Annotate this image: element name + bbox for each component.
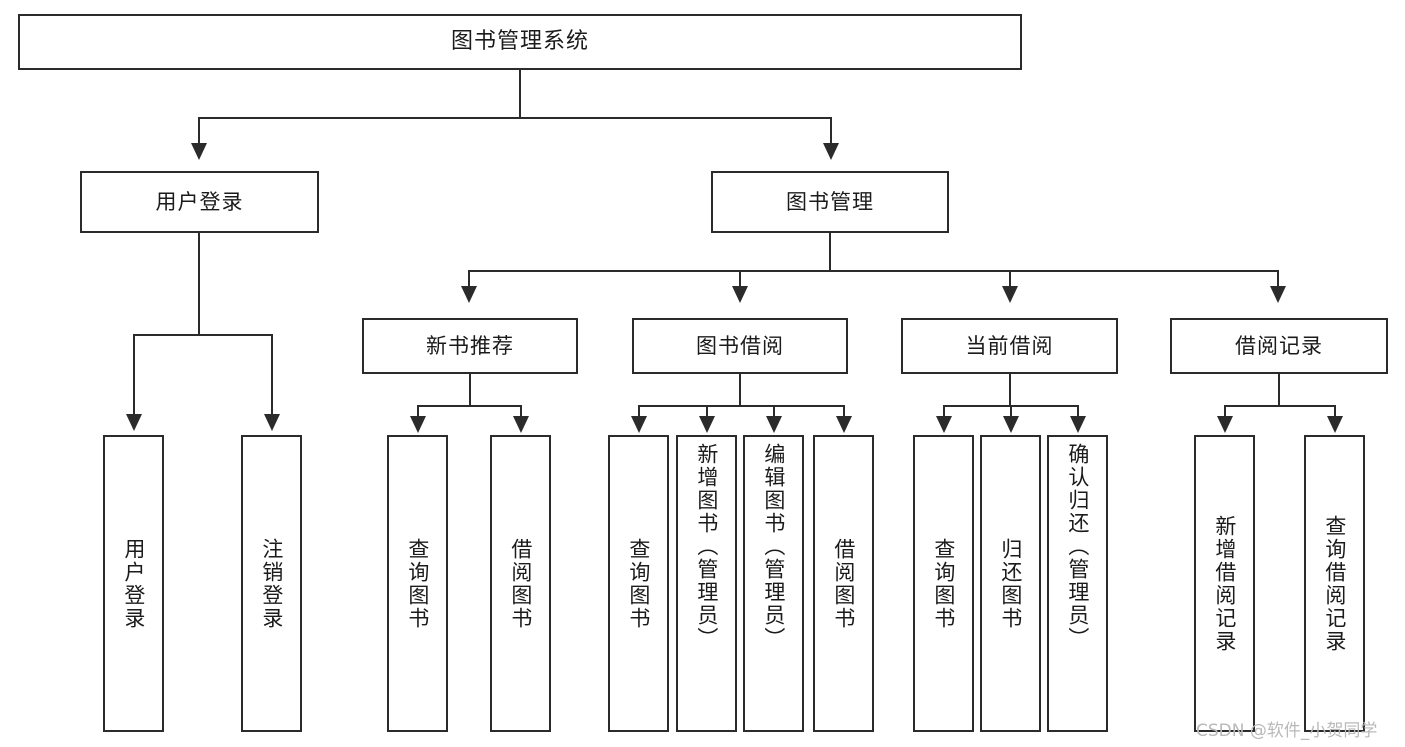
leaf-edit-book[interactable]: 编辑图书（管理员） bbox=[743, 435, 804, 732]
arrow-to-leaf-borrow-book-1 bbox=[513, 416, 529, 433]
leaf-add-book[interactable]: 新增图书（管理员） bbox=[676, 435, 737, 732]
connector-bb-bar bbox=[638, 405, 844, 407]
leaf-query-book-2[interactable]: 查询图书 bbox=[608, 435, 669, 732]
node-root-book-management-system[interactable]: 图书管理系统 bbox=[18, 14, 1022, 70]
node-new-book-recommend[interactable]: 新书推荐 bbox=[362, 318, 578, 374]
node-label: 编辑图书（管理员） bbox=[761, 443, 786, 650]
node-label: 确认归还（管理员） bbox=[1065, 443, 1090, 650]
connector-bm-drop-4 bbox=[1277, 270, 1279, 288]
connector-bm-drop-2 bbox=[739, 270, 741, 288]
arrow-to-new-book-recommend bbox=[461, 286, 477, 303]
node-label: 新增借阅记录 bbox=[1212, 514, 1237, 653]
connector-bb-drop-2 bbox=[706, 405, 708, 417]
connector-br-drop-1 bbox=[1224, 405, 1226, 417]
leaf-return-book[interactable]: 归还图书 bbox=[980, 435, 1041, 732]
connector-nbr-drop-2 bbox=[520, 405, 522, 417]
node-label: 借阅图书 bbox=[831, 537, 856, 630]
arrow-to-leaf-query-book-1 bbox=[410, 416, 426, 433]
arrow-to-leaf-query-record bbox=[1327, 416, 1343, 433]
connector-root-right-drop bbox=[830, 117, 832, 143]
node-label: 图书管理 bbox=[786, 189, 874, 214]
arrow-to-leaf-query-book-3 bbox=[936, 416, 952, 433]
connector-book-management-bar bbox=[468, 270, 1279, 272]
node-label: 图书借阅 bbox=[696, 333, 784, 358]
connector-book-management-down bbox=[829, 233, 831, 271]
node-book-borrow[interactable]: 图书借阅 bbox=[632, 318, 848, 374]
node-label: 借阅图书 bbox=[508, 537, 533, 630]
connector-bm-drop-3 bbox=[1009, 270, 1011, 288]
connector-br-drop-2 bbox=[1334, 405, 1336, 417]
connector-cb-drop-3 bbox=[1077, 405, 1079, 417]
leaf-add-record[interactable]: 新增借阅记录 bbox=[1194, 435, 1255, 732]
connector-bb-drop-1 bbox=[638, 405, 640, 417]
connector-nbr-down bbox=[469, 374, 471, 406]
arrow-to-leaf-add-book bbox=[699, 416, 715, 433]
node-label: 查询图书 bbox=[931, 537, 956, 630]
node-label: 查询借阅记录 bbox=[1322, 514, 1347, 653]
node-label: 借阅记录 bbox=[1235, 333, 1323, 358]
connector-cb-drop-2 bbox=[1010, 405, 1012, 417]
connector-nbr-drop-1 bbox=[417, 405, 419, 417]
arrow-to-user-login bbox=[191, 143, 207, 160]
connector-root-down bbox=[519, 70, 521, 118]
arrow-to-book-borrow bbox=[732, 286, 748, 303]
node-label: 用户登录 bbox=[121, 537, 146, 630]
arrow-to-leaf-confirm-return bbox=[1070, 416, 1086, 433]
arrow-to-book-management bbox=[823, 143, 839, 160]
arrow-to-leaf-edit-book bbox=[766, 416, 782, 433]
connector-bb-down bbox=[739, 374, 741, 406]
leaf-borrow-book-1[interactable]: 借阅图书 bbox=[490, 435, 551, 732]
connector-bm-drop-1 bbox=[468, 270, 470, 288]
node-borrow-record[interactable]: 借阅记录 bbox=[1170, 318, 1388, 374]
leaf-query-book-1[interactable]: 查询图书 bbox=[387, 435, 448, 732]
node-label: 注销登录 bbox=[259, 537, 284, 630]
leaf-query-book-3[interactable]: 查询图书 bbox=[913, 435, 974, 732]
connector-br-bar bbox=[1224, 405, 1336, 407]
arrow-to-leaf-add-record bbox=[1217, 416, 1233, 433]
node-label: 新书推荐 bbox=[426, 333, 514, 358]
connector-user-login-bar bbox=[133, 334, 272, 336]
arrow-to-leaf-query-book-2 bbox=[631, 416, 647, 433]
arrow-to-leaf-logout-login bbox=[264, 414, 280, 431]
csdn-watermark: CSDN @软件_小贺同学 bbox=[1196, 721, 1378, 741]
leaf-logout-login[interactable]: 注销登录 bbox=[241, 435, 302, 732]
arrow-to-leaf-borrow-book-2 bbox=[836, 416, 852, 433]
connector-br-down bbox=[1278, 374, 1280, 406]
leaf-confirm-return[interactable]: 确认归还（管理员） bbox=[1047, 435, 1108, 732]
node-label: 图书管理系统 bbox=[450, 29, 589, 55]
connector-bb-drop-3 bbox=[773, 405, 775, 417]
connector-root-bar bbox=[198, 117, 832, 119]
node-current-borrow[interactable]: 当前借阅 bbox=[901, 318, 1118, 374]
arrow-to-leaf-user-login bbox=[126, 414, 142, 431]
connector-nbr-bar bbox=[417, 405, 522, 407]
node-label: 查询图书 bbox=[626, 537, 651, 630]
leaf-query-record[interactable]: 查询借阅记录 bbox=[1304, 435, 1365, 732]
arrow-to-leaf-return-book bbox=[1003, 416, 1019, 433]
leaf-user-login[interactable]: 用户登录 bbox=[103, 435, 164, 732]
node-label: 归还图书 bbox=[998, 537, 1023, 630]
connector-root-left-drop bbox=[198, 117, 200, 143]
connector-cb-down bbox=[1009, 374, 1011, 406]
node-label: 当前借阅 bbox=[965, 333, 1054, 358]
arrow-to-current-borrow bbox=[1002, 286, 1018, 303]
leaf-borrow-book-2[interactable]: 借阅图书 bbox=[813, 435, 874, 732]
arrow-to-borrow-record bbox=[1270, 286, 1286, 303]
connector-bb-drop-4 bbox=[843, 405, 845, 417]
connector-user-login-down bbox=[198, 233, 200, 335]
connector-cb-drop-1 bbox=[943, 405, 945, 417]
connector-user-login-right-drop bbox=[271, 334, 273, 416]
node-label: 用户登录 bbox=[155, 189, 244, 214]
node-label: 新增图书（管理员） bbox=[694, 443, 719, 650]
node-user-login[interactable]: 用户登录 bbox=[80, 171, 319, 233]
node-label: 查询图书 bbox=[405, 537, 430, 630]
node-book-management[interactable]: 图书管理 bbox=[711, 171, 949, 233]
connector-user-login-left-drop bbox=[133, 334, 135, 416]
